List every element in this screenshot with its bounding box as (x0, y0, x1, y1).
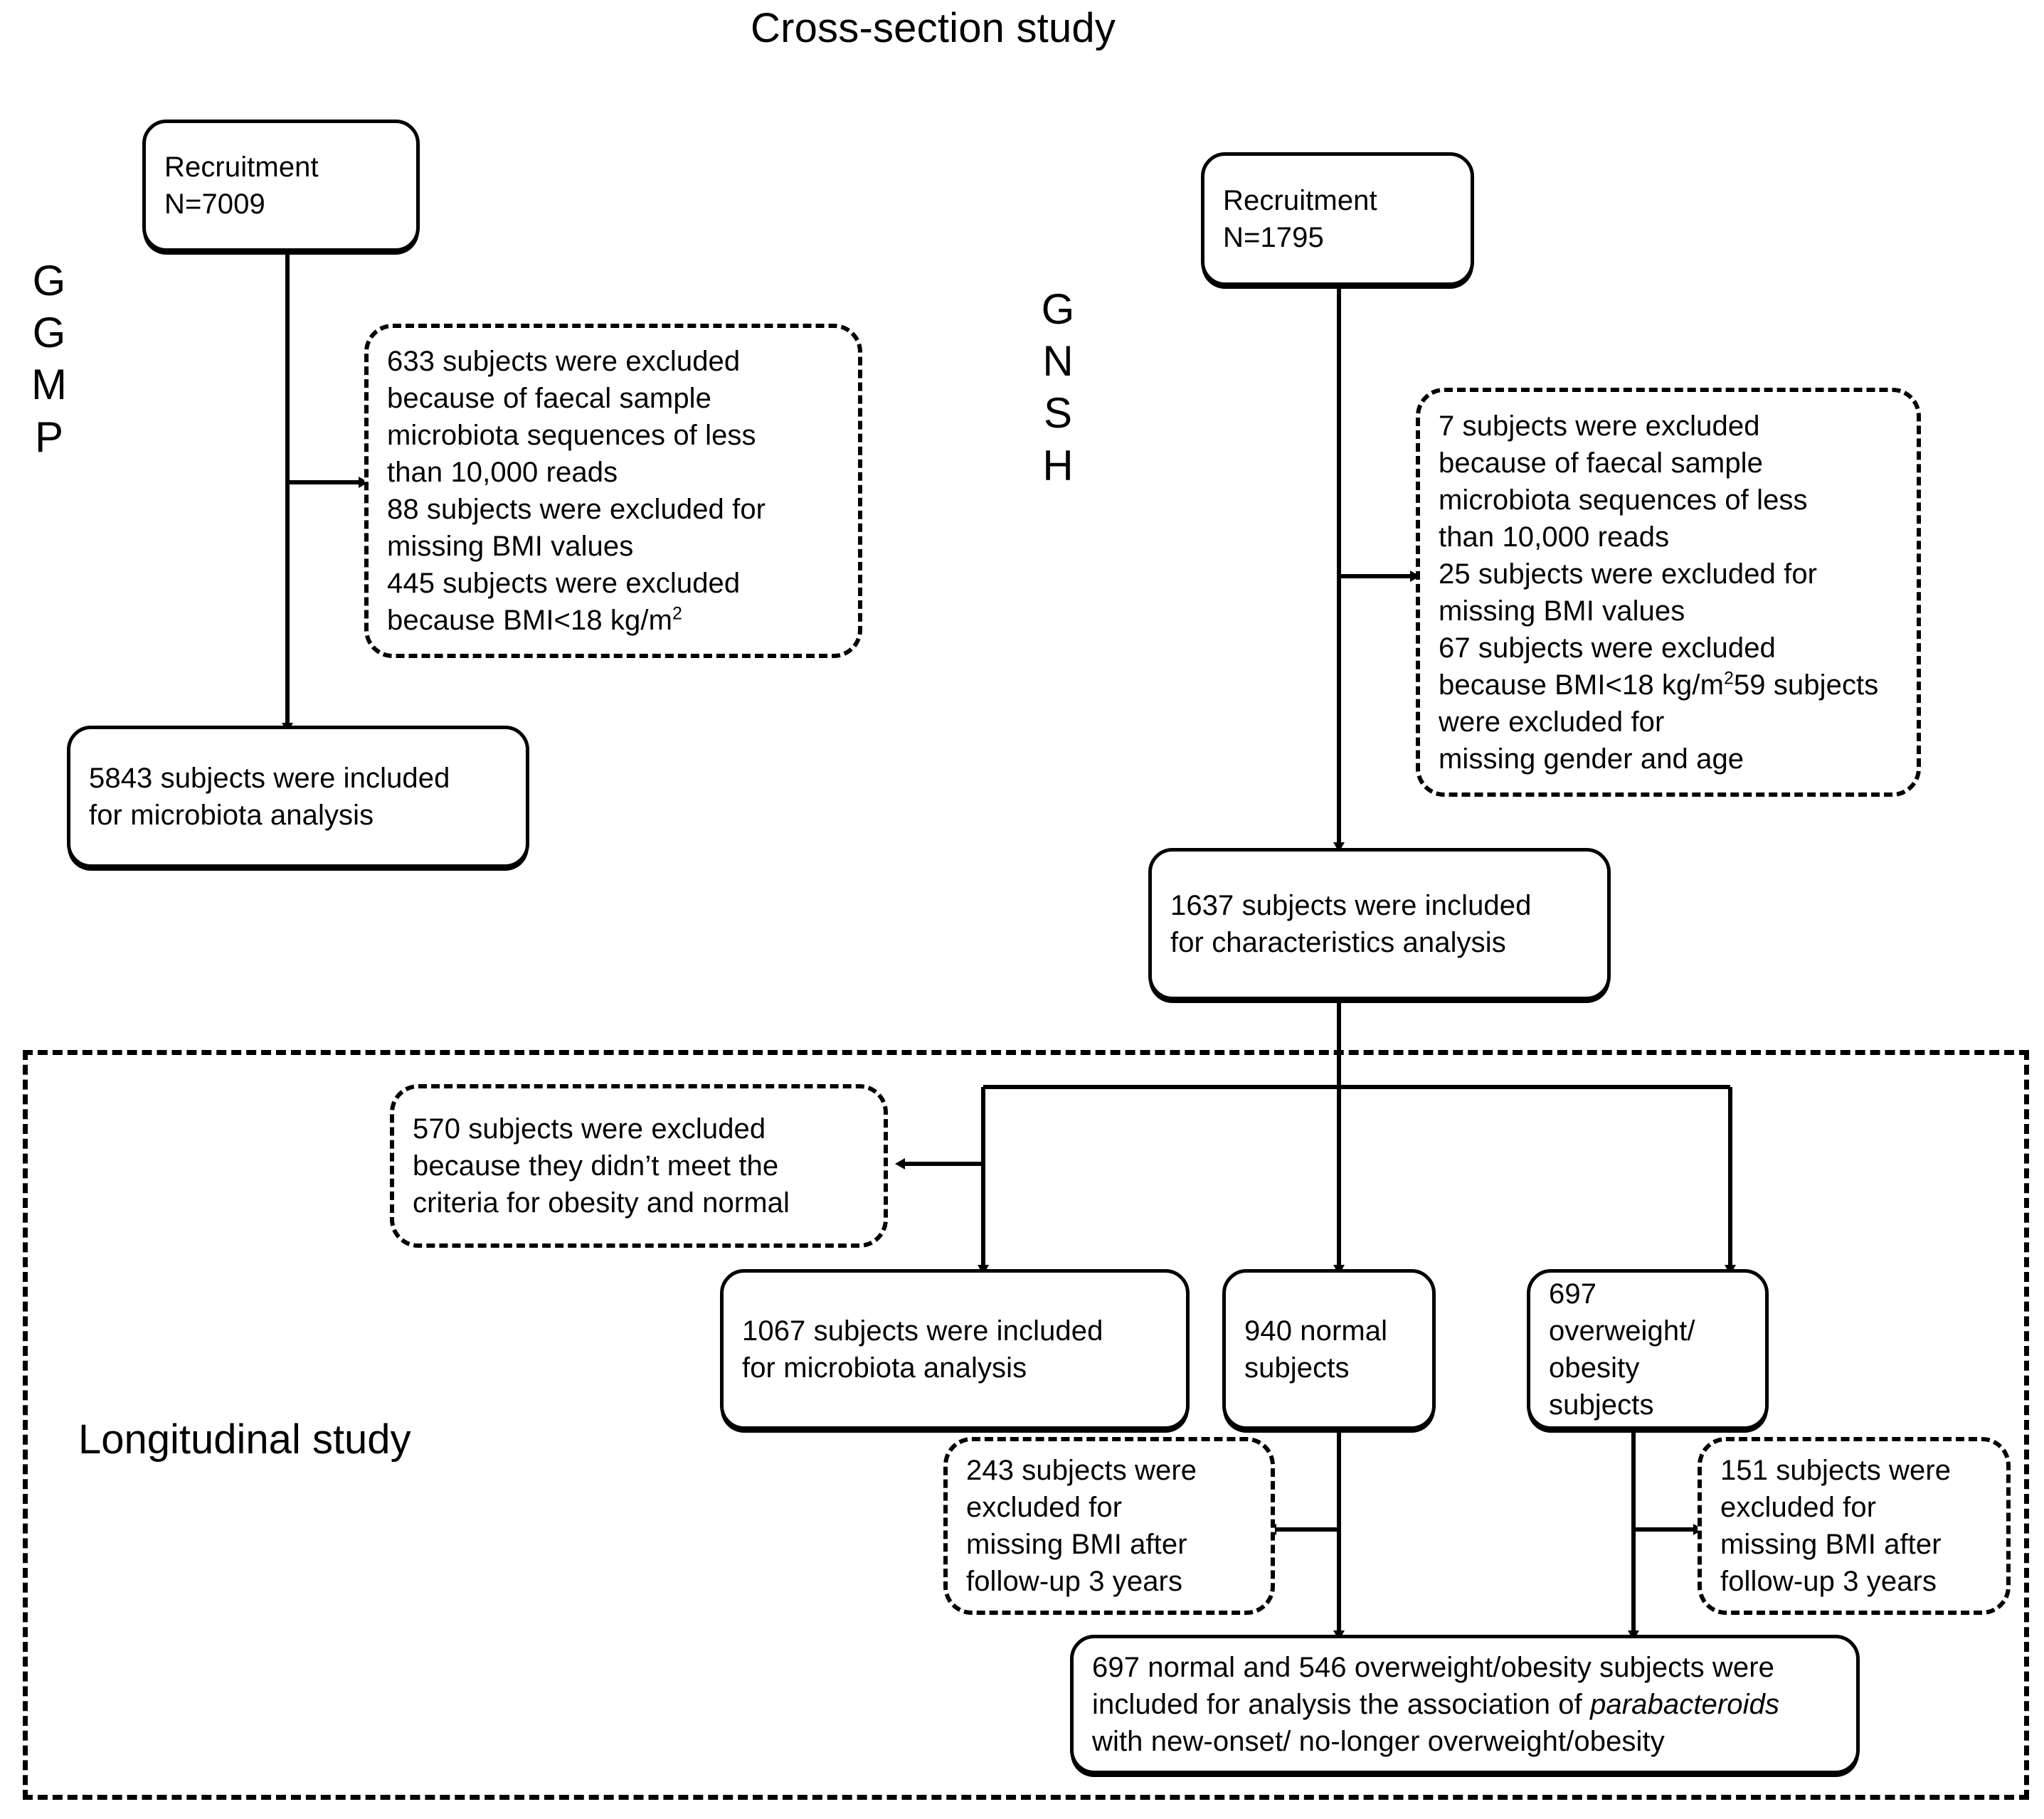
node-longitudinal-microbiota-text: 1067 subjects were included for microbio… (742, 1315, 1103, 1384)
node-gnsh-exclusions-body-a: 7 subjects were excluded because of faec… (1439, 410, 1818, 701)
page-title: Cross-section study (751, 5, 1116, 51)
node-overweight-subjects-text: 697 overweight/ obesity subjects (1549, 1278, 1695, 1421)
node-criteria-exclusion-text: 570 subjects were excluded because they … (413, 1113, 790, 1219)
node-normal-followup-exclusion-text: 243 subjects were excluded for missing B… (966, 1455, 1197, 1597)
node-gnsh-exclusions-body-b: 59 subjects were excluded for missing ge… (1439, 669, 1879, 775)
node-gnsh-included-text: 1637 subjects were included for characte… (1170, 890, 1532, 958)
node-final-analysis-line3: with new-onset/ no-longer overweight/obe… (1092, 1726, 1665, 1757)
node-ggmp-exclusions-text: 633 subjects were excluded because of fa… (369, 343, 784, 639)
node-normal-subjects-text: 940 normal subjects (1244, 1315, 1388, 1384)
node-gnsh-recruitment[interactable]: Recruitment N=1795 (1201, 152, 1474, 286)
node-final-analysis-text: 697 normal and 546 overweight/obesity su… (1074, 1649, 1798, 1760)
node-ggmp-exclusions-superscript: 2 (672, 604, 682, 624)
node-longitudinal-microbiota[interactable]: 1067 subjects were included for microbio… (720, 1269, 1190, 1430)
node-ggmp-exclusions[interactable]: 633 subjects were excluded because of fa… (364, 324, 862, 658)
node-final-analysis-line1: 697 normal and 546 overweight/obesity su… (1092, 1652, 1774, 1683)
longitudinal-study-label: Longitudinal study (78, 1416, 411, 1463)
node-gnsh-recruitment-text: Recruitment N=1795 (1223, 185, 1377, 253)
node-gnsh-included[interactable]: 1637 subjects were included for characte… (1148, 848, 1611, 1000)
node-overweight-followup-exclusion[interactable]: 151 subjects were excluded for missing B… (1698, 1437, 2011, 1615)
node-final-analysis-line2-pre: included for analysis the association of (1092, 1689, 1591, 1720)
cohort-label-gnsh: G N S H (1041, 285, 1075, 489)
node-normal-subjects[interactable]: 940 normal subjects (1222, 1269, 1436, 1430)
node-ggmp-recruitment-text: Recruitment N=7009 (164, 152, 319, 220)
node-ggmp-exclusions-body: 633 subjects were excluded because of fa… (387, 346, 766, 636)
node-ggmp-included[interactable]: 5843 subjects were included for microbio… (67, 726, 529, 868)
node-overweight-followup-exclusion-text: 151 subjects were excluded for missing B… (1720, 1455, 1952, 1597)
node-overweight-subjects[interactable]: 697 overweight/ obesity subjects (1527, 1269, 1769, 1430)
node-normal-followup-exclusion[interactable]: 243 subjects were excluded for missing B… (943, 1437, 1275, 1615)
node-final-analysis-organism: parabacteroids (1590, 1689, 1780, 1720)
node-ggmp-included-text: 5843 subjects were included for microbio… (89, 763, 450, 831)
node-gnsh-exclusions-superscript: 2 (1724, 669, 1734, 689)
node-gnsh-exclusions[interactable]: 7 subjects were excluded because of faec… (1416, 388, 1921, 797)
longitudinal-study-region (23, 1050, 2029, 1800)
node-final-analysis[interactable]: 697 normal and 546 overweight/obesity su… (1070, 1635, 1860, 1774)
cohort-label-ggmp: G G M P (31, 257, 67, 461)
node-gnsh-exclusions-text: 7 subjects were excluded because of faec… (1420, 408, 1917, 778)
node-ggmp-recruitment[interactable]: Recruitment N=7009 (142, 120, 420, 252)
node-criteria-exclusion[interactable]: 570 subjects were excluded because they … (390, 1084, 888, 1248)
